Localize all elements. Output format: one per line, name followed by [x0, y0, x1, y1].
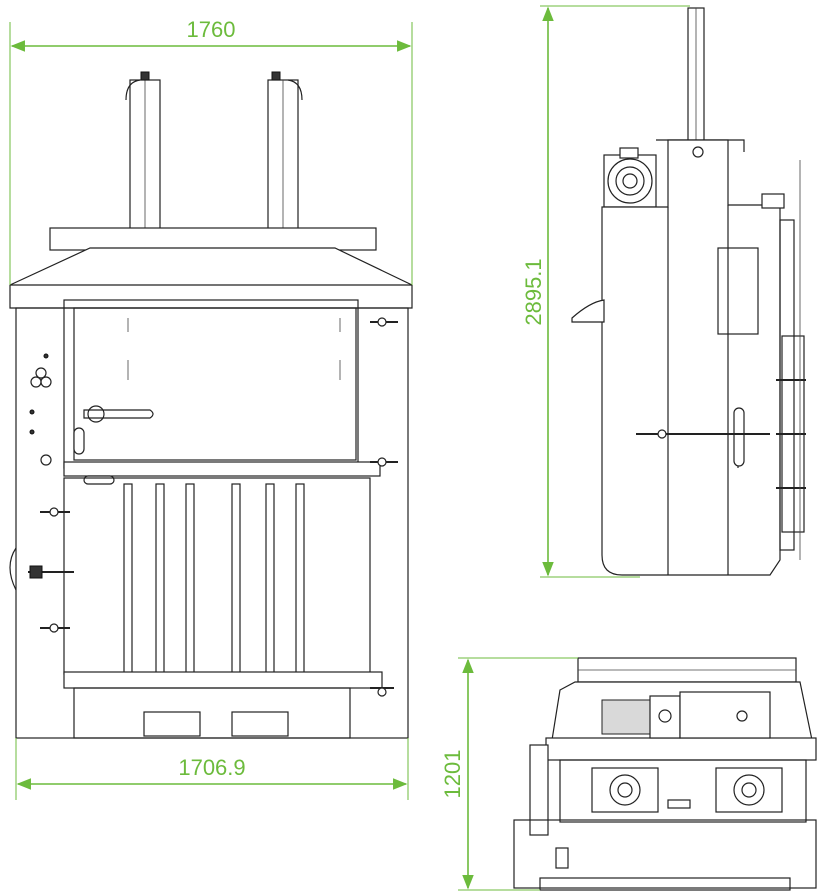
dimension-height: 2895.1: [521, 5, 690, 578]
side-guide-rod: [687, 7, 705, 144]
front-guide-rods: [125, 71, 303, 231]
dimension-top-width-label: 1760: [187, 17, 236, 42]
front-body: [9, 299, 409, 739]
top-motor: [601, 691, 771, 739]
front-view: 1760 1706.9: [9, 17, 413, 800]
front-latches: [28, 317, 398, 697]
front-chamber-bars: [123, 483, 305, 675]
front-control-panel: [9, 353, 52, 591]
side-view: 2895.1: [521, 5, 806, 578]
side-motor: [603, 147, 657, 208]
top-view: 1201: [440, 657, 817, 891]
dimension-depth: 1201: [440, 657, 578, 891]
dimension-bottom-width: 1706.9: [15, 738, 409, 800]
dimension-height-label: 2895.1: [521, 258, 546, 325]
front-hood: [9, 227, 413, 309]
dimension-bottom-width-label: 1706.9: [178, 755, 245, 780]
dimension-depth-label: 1201: [440, 750, 465, 799]
top-cylinders: [591, 767, 783, 813]
dimension-top-width: 1760: [9, 17, 413, 285]
side-body: [571, 139, 806, 576]
